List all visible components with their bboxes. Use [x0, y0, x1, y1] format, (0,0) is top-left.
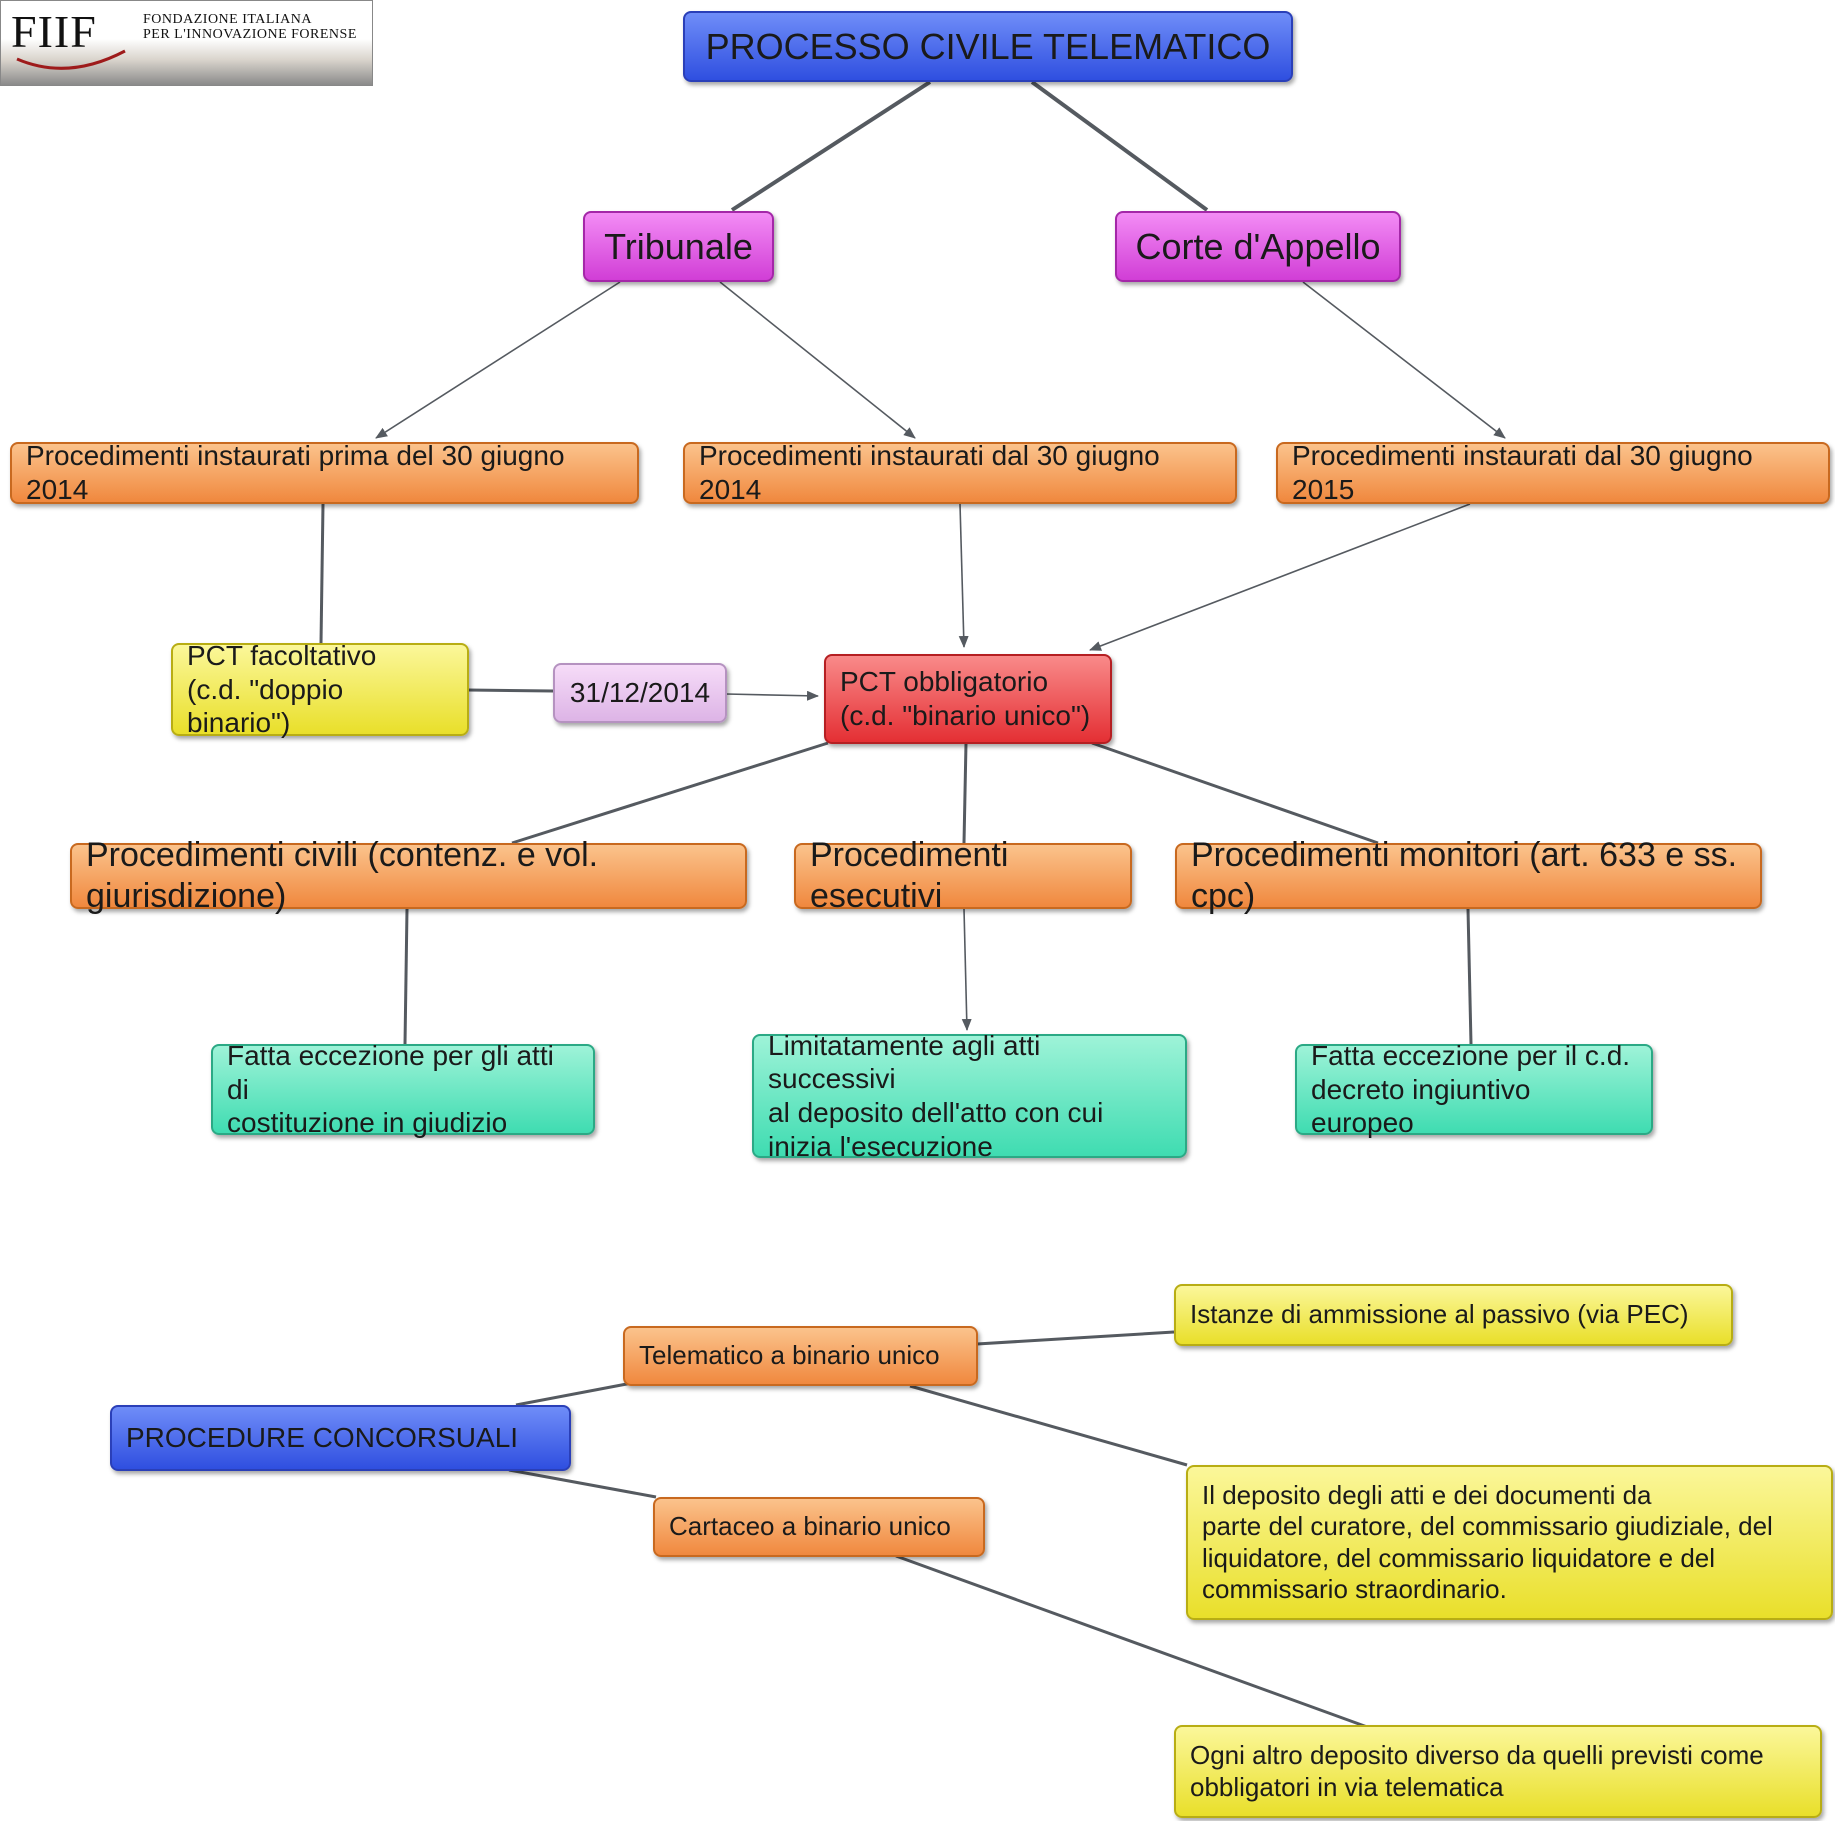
node-pct-facoltativo[interactable]: PCT facoltativo (c.d. "doppio binario"): [171, 640, 469, 738]
node-eccezione-costituzione[interactable]: Fatta eccezione per gli atti di costituz…: [211, 1040, 595, 1138]
node-procedimenti-esecutivi[interactable]: Procedimenti esecutivi: [794, 836, 1132, 915]
link-tribunale-prima2014: [375, 281, 621, 439]
node-telematico-binario-unico[interactable]: Telematico a binario unico: [623, 1326, 978, 1386]
node-procedimenti-dal-2015[interactable]: Procedimenti instaurati dal 30 giugno 20…: [1276, 440, 1830, 505]
link-tribunale-dal2014: [719, 281, 916, 439]
link-corte-dal2015: [1302, 281, 1506, 439]
link-esecutivi-limitatamente: [961, 908, 972, 1031]
fiif-logo: FIIF FONDAZIONE ITALIANA PER L'INNOVAZIO…: [0, 0, 373, 86]
node-limitatamente-atti-successivi[interactable]: Limitatamente agli atti successivi al de…: [752, 1030, 1187, 1162]
link-telematico-deposito: [909, 1384, 1188, 1467]
link-root-tribunale: [730, 80, 932, 212]
link-dal2014-obbligatorio: [958, 503, 969, 648]
node-istanze-ammissione[interactable]: Istanze di ammissione al passivo (via PE…: [1174, 1284, 1733, 1346]
node-procedimenti-prima-2014[interactable]: Procedimenti instaurati prima del 30 giu…: [10, 440, 639, 505]
node-eccezione-decreto-ingiuntivo[interactable]: Fatta eccezione per il c.d. decreto ingi…: [1295, 1040, 1653, 1138]
link-root-corte: [1030, 80, 1209, 212]
node-procedure-concorsuali[interactable]: PROCEDURE CONCORSUALI: [110, 1405, 571, 1471]
node-procedimenti-monitori[interactable]: Procedimenti monitori (art. 633 e ss. cp…: [1175, 836, 1762, 915]
logo-mark: FIIF: [11, 6, 97, 57]
link-obbligatorio-esecutivi: [962, 742, 968, 844]
logo-swoosh-icon: [16, 49, 126, 70]
link-civili-eccezione: [403, 908, 409, 1045]
node-deposito-atti-curatore[interactable]: Il deposito degli atti e dei documenti d…: [1186, 1465, 1833, 1620]
node-processo-civile-telematico[interactable]: PROCESSO CIVILE TELEMATICO: [683, 11, 1293, 82]
node-data-31-12-2014[interactable]: 31/12/2014: [553, 663, 727, 723]
link-prima2014-facoltativo: [319, 503, 325, 644]
link-obbligatorio-monitori: [1091, 741, 1379, 845]
link-monitori-decreto: [1466, 908, 1473, 1045]
link-data-obbligatorio: [725, 690, 819, 701]
node-tribunale[interactable]: Tribunale: [583, 211, 774, 282]
node-corte-appello[interactable]: Corte d'Appello: [1115, 211, 1401, 282]
link-obbligatorio-civili: [511, 741, 829, 845]
link-concorsuali-cartaceo: [508, 1468, 657, 1499]
node-procedimenti-civili[interactable]: Procedimenti civili (contenz. e vol. giu…: [70, 836, 747, 915]
link-facoltativo-data: [467, 688, 554, 693]
link-concorsuali-telematico: [515, 1381, 633, 1407]
node-ogni-altro-deposito[interactable]: Ogni altro deposito diverso da quelli pr…: [1174, 1725, 1822, 1818]
link-cartaceo-ogni-altro: [895, 1554, 1371, 1730]
link-telematico-istanze: [976, 1330, 1175, 1346]
logo-organization-name: FONDAZIONE ITALIANA PER L'INNOVAZIONE FO…: [143, 12, 357, 43]
node-cartaceo-binario-unico[interactable]: Cartaceo a binario unico: [653, 1497, 985, 1557]
link-dal2015-obbligatorio: [1089, 503, 1471, 651]
node-procedimenti-dal-2014[interactable]: Procedimenti instaurati dal 30 giugno 20…: [683, 440, 1237, 505]
node-pct-obbligatorio[interactable]: PCT obbligatorio (c.d. "binario unico"): [824, 654, 1112, 744]
